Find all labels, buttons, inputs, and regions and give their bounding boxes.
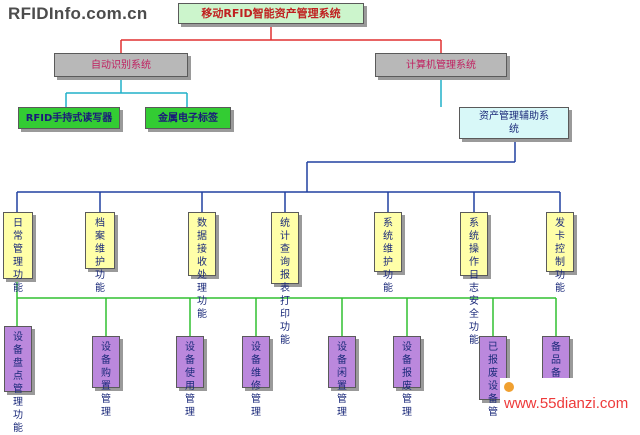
computer-mgmt-system-label: 计算机管理系统 [406, 59, 476, 71]
daily-scrapped-label: 已报废设备管 [488, 342, 498, 418]
daily-idle: 设备闲置管理 [328, 336, 356, 418]
function-daily-label: 日常管理功能 [13, 218, 23, 294]
function-report: 统计查询报表打印功能 [271, 212, 299, 346]
function-sys-maint-label: 系统维护功能 [383, 218, 393, 294]
daily-idle-label: 设备闲置管理 [337, 342, 347, 418]
root-node: 移动RFID智能资产管理系统 [178, 3, 364, 24]
root-connectors [120, 24, 442, 53]
function-card-label: 发卡控制功能 [555, 218, 565, 294]
rfid-reader-label: RFID手持式读写器 [25, 112, 113, 124]
function-card: 发卡控制功能 [546, 212, 574, 294]
function-data-label: 数据接收处理功能 [197, 218, 207, 320]
function-report-label: 统计查询报表打印功能 [280, 218, 290, 346]
assist-system-node: 资产管理辅助系统 [459, 107, 569, 139]
metal-tag-label: 金属电子标签 [158, 112, 218, 124]
auto-id-system-node: 自动识别系统 [54, 53, 188, 77]
computer-mgmt-system-node: 计算机管理系统 [375, 53, 507, 77]
daily-repair: 设备维修管理 [242, 336, 270, 418]
watermark-dot-icon [504, 382, 514, 392]
logo-text: RFIDInfo.com.cn [8, 4, 148, 23]
function-data: 数据接收处理功能 [188, 212, 216, 320]
daily-usage-label: 设备使用管理 [185, 342, 195, 418]
function-oplog: 系统操作日志安全功能 [460, 212, 488, 346]
site-logo: RFIDInfo.com.cn [8, 4, 148, 24]
daily-scrap-label: 设备报废管理 [402, 342, 412, 418]
connector-lines [16, 24, 561, 336]
assist-system-label: 资产管理辅助系统 [479, 111, 549, 135]
metal-tag-node: 金属电子标签 [145, 107, 231, 129]
daily-purchase: 设备购置管理 [92, 336, 120, 418]
auto-id-system-label: 自动识别系统 [91, 59, 151, 71]
daily-inventory-label: 设备盘点管理功能 [13, 332, 23, 434]
daily-scrap: 设备报废管理 [393, 336, 421, 418]
auto-id-connectors [65, 77, 188, 107]
root-label: 移动RFID智能资产管理系统 [201, 7, 341, 20]
daily-connectors [16, 279, 557, 336]
daily-purchase-label: 设备购置管理 [101, 342, 111, 418]
function-oplog-label: 系统操作日志安全功能 [469, 218, 479, 346]
function-daily: 日常管理功能 [3, 212, 33, 294]
function-archive: 档案维护功能 [85, 212, 115, 294]
daily-spare-label: 备品备 [551, 342, 561, 379]
daily-repair-label: 设备维修管理 [251, 342, 261, 418]
function-connectors [16, 139, 561, 212]
function-sys-maint: 系统维护功能 [374, 212, 402, 294]
watermark-text: www.55dianzi.com [504, 395, 629, 412]
daily-inventory: 设备盘点管理功能 [4, 326, 32, 434]
rfid-reader-node: RFID手持式读写器 [18, 107, 120, 129]
watermark: www.55dianzi.com [500, 378, 640, 412]
function-archive-label: 档案维护功能 [95, 218, 105, 294]
daily-usage: 设备使用管理 [176, 336, 204, 418]
